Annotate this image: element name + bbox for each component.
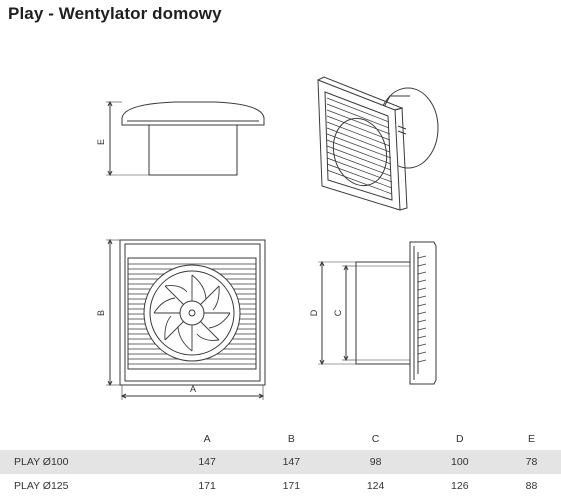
value-b: 147 (249, 450, 334, 474)
header-c: C (371, 433, 380, 445)
value-a: 171 (198, 480, 216, 492)
model-name: PLAY Ø125 (14, 480, 69, 492)
header-b: B (287, 433, 295, 445)
header-model (0, 428, 165, 450)
value-c: 98 (333, 450, 418, 474)
dimension-label-e: E (96, 139, 106, 145)
technical-drawing: E B A D C (96, 76, 439, 400)
front-view-drawing (106, 238, 266, 400)
model-name: PLAY Ø100 (0, 450, 165, 474)
top-view-drawing (106, 100, 265, 177)
dimension-label-c: C (333, 309, 343, 316)
value-e: 78 (501, 450, 561, 474)
value-d: 126 (451, 480, 469, 492)
header-d: D (456, 433, 464, 445)
dimension-label-b: B (96, 310, 106, 316)
value-b: 171 (282, 480, 301, 492)
table-row: PLAY Ø100 147 147 98 100 78 (0, 450, 561, 474)
value-c: 124 (366, 480, 385, 492)
header-a: A (203, 433, 211, 445)
value-d: 100 (417, 450, 502, 474)
side-view-drawing (318, 241, 437, 385)
table-row: PLAY Ø125 171 171 124 126 88 (0, 474, 561, 498)
dimensions-table: A B C D E PLAY Ø100 147 147 98 100 78 PL… (0, 428, 561, 498)
value-a: 147 (165, 450, 250, 474)
page-title: Play - Wentylator domowy (8, 4, 222, 23)
dimension-label-a: A (190, 384, 196, 394)
table-header-row: A B C D E (0, 428, 561, 450)
header-e: E (527, 433, 535, 445)
dimension-label-d: D (309, 309, 319, 316)
isometric-view-drawing (317, 76, 439, 211)
value-e: 88 (525, 480, 538, 492)
